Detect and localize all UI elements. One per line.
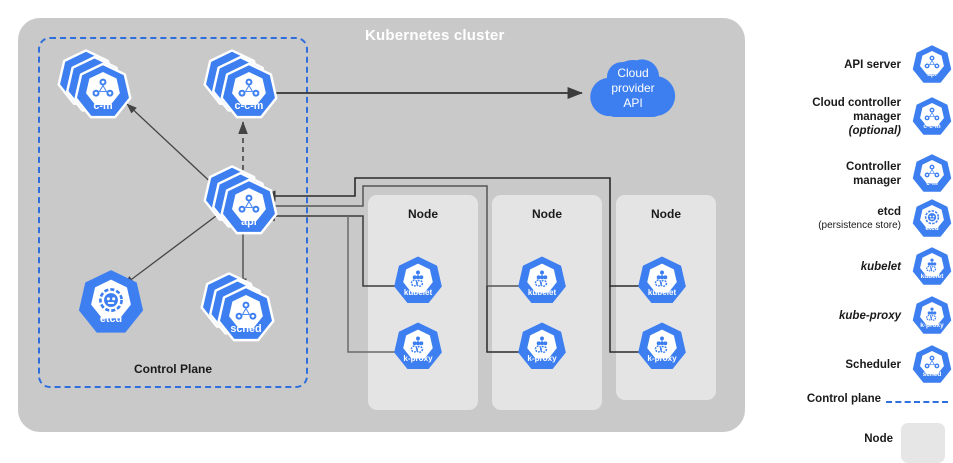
node-label: Node xyxy=(651,207,681,221)
node3-k-proxy-icon: k-proxy xyxy=(636,321,688,373)
legend-item-label: kube-proxy xyxy=(760,309,911,323)
legend-label-line: Cloud controller xyxy=(812,97,901,109)
legend-item-kubelet: kubelet kubelet xyxy=(760,246,953,288)
control-plane-etcd-icon: etcd xyxy=(76,268,146,338)
control-plane-sched-icon: sched xyxy=(200,272,275,345)
legend-icon-wrap: api xyxy=(911,44,953,86)
legend-node-swatch xyxy=(901,423,945,463)
legend-item-label: Controller manager xyxy=(760,160,911,188)
control-plane-label: Control Plane xyxy=(133,362,212,376)
node-label: Node xyxy=(532,207,562,221)
node3-kubelet-icon: kubelet xyxy=(636,255,688,307)
node-label: Node xyxy=(408,207,438,221)
legend-label-line: Scheduler xyxy=(845,359,901,371)
legend-item-label: Scheduler xyxy=(760,358,911,372)
control-plane-c-c-m-icon: c-c-m xyxy=(203,49,278,122)
legend-c-m-icon: c-m xyxy=(911,153,953,195)
legend-icon-wrap: k-proxy xyxy=(911,295,953,337)
legend-label-line: manager xyxy=(853,175,901,187)
legend-icon-wrap: c-m xyxy=(911,153,953,195)
legend-item-k-proxy: kube-proxy k-proxy xyxy=(760,295,953,337)
legend-k-proxy-icon: k-proxy xyxy=(911,295,953,337)
cloud-provider-api: Cloud provider API xyxy=(588,46,678,126)
legend-item-api: API server api xyxy=(760,44,953,86)
cloud-line-2: provider xyxy=(611,81,655,95)
legend-control-plane-label: Control plane xyxy=(806,393,881,405)
legend-item-sched: Scheduler sched xyxy=(760,344,953,386)
legend-label-line: Controller xyxy=(846,161,901,173)
legend-label-line: API server xyxy=(844,59,901,71)
legend-etcd-icon: etcd xyxy=(911,198,953,240)
legend-control-plane-dash-icon xyxy=(886,401,948,403)
legend-item-label: etcd (persistence store) xyxy=(760,205,911,233)
legend-item-sublabel: (persistence store) xyxy=(818,220,901,231)
legend-item-c-m: Controller manager c-m xyxy=(760,153,953,195)
legend-node-label: Node xyxy=(864,433,893,445)
legend-item-c-c-m: Cloud controller manager (optional) c-c-m xyxy=(760,96,953,138)
legend-label-line: kube-proxy xyxy=(839,310,901,322)
node1-k-proxy-icon: k-proxy xyxy=(392,321,444,373)
legend-kubelet-icon: kubelet xyxy=(911,246,953,288)
node1-kubelet-icon: kubelet xyxy=(392,255,444,307)
legend-item-label: Cloud controller manager (optional) xyxy=(760,96,911,138)
node2-kubelet-icon: kubelet xyxy=(516,255,568,307)
cloud-provider-api-label: Cloud provider API xyxy=(588,66,678,111)
cluster-title: Kubernetes cluster xyxy=(365,27,505,44)
legend-item-sublabel: (optional) xyxy=(848,125,901,137)
legend-item-label: API server xyxy=(760,58,911,72)
legend-label-line: kubelet xyxy=(860,261,901,273)
legend-item-etcd: etcd (persistence store) etcd xyxy=(760,198,953,240)
legend-icon-wrap: c-c-m xyxy=(911,96,953,138)
node2-k-proxy-icon: k-proxy xyxy=(516,321,568,373)
cloud-line-3: API xyxy=(623,96,643,110)
legend-api-icon: api xyxy=(911,44,953,86)
legend-icon-wrap: sched xyxy=(911,344,953,386)
legend-icon-wrap: etcd xyxy=(911,198,953,240)
legend-icon-wrap: kubelet xyxy=(911,246,953,288)
cloud-shape xyxy=(590,59,676,117)
legend-sched-icon: sched xyxy=(911,344,953,386)
legend-item-label: kubelet xyxy=(760,260,911,274)
legend-c-c-m-icon: c-c-m xyxy=(911,96,953,138)
legend-label-line: etcd xyxy=(877,206,901,218)
legend-label-line: manager xyxy=(853,111,901,123)
control-plane-c-m-icon: c-m xyxy=(57,49,132,122)
cloud-line-1: Cloud xyxy=(617,66,649,80)
control-plane-api-icon: api xyxy=(203,165,278,238)
